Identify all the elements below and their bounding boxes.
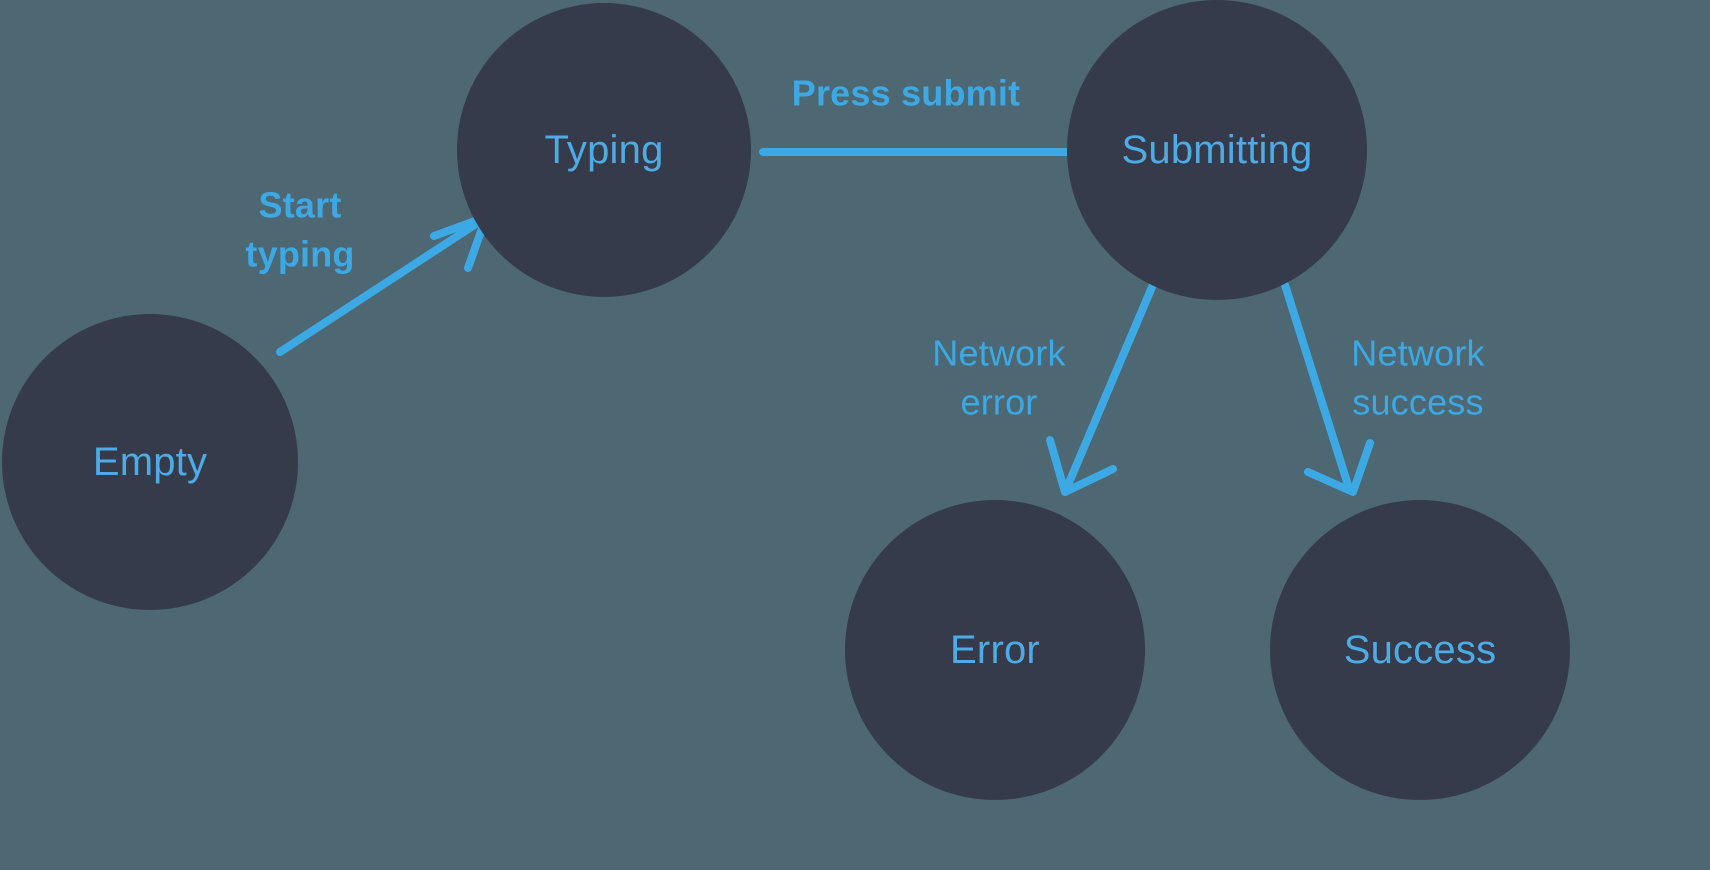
edge-label-press-submit-line-1: Press submit	[792, 73, 1021, 114]
state-circle-success	[1270, 500, 1570, 800]
state-node-error[interactable]: Error	[845, 500, 1145, 800]
state-node-empty[interactable]: Empty	[2, 314, 298, 610]
edge-label-network-success: Network success	[1351, 333, 1485, 423]
edge-label-network-error-line-2: error	[960, 382, 1037, 423]
edge-line-network-error	[1064, 276, 1159, 489]
state-circle-submitting	[1067, 0, 1367, 300]
state-circle-empty	[2, 314, 298, 610]
nodes-layer: Empty Typing Submitting Error Success	[2, 0, 1570, 800]
state-node-submitting[interactable]: Submitting	[1067, 0, 1367, 300]
edge-label-network-success-line-2: success	[1352, 382, 1483, 423]
edge-label-start-typing-line-2: typing	[245, 234, 354, 275]
edge-label-start-typing-line-1: Start	[258, 185, 341, 226]
edge-network-success[interactable]	[1281, 281, 1374, 496]
edge-label-network-error: Network error	[932, 333, 1066, 423]
state-label-typing: Typing	[544, 128, 663, 172]
edge-label-press-submit: Press submit	[792, 73, 1021, 114]
edge-network-error[interactable]	[1046, 276, 1159, 496]
state-label-success: Success	[1344, 628, 1497, 672]
state-circle-error	[845, 500, 1145, 800]
arrowhead-network-error	[1046, 436, 1117, 496]
state-node-typing[interactable]: Typing	[457, 3, 751, 297]
edge-line-start-typing	[276, 218, 483, 356]
state-circle-typing	[457, 3, 751, 297]
state-label-submitting: Submitting	[1122, 128, 1313, 172]
state-label-error: Error	[950, 628, 1040, 672]
edge-label-network-error-line-1: Network	[932, 333, 1066, 374]
state-label-empty: Empty	[93, 440, 207, 484]
edge-label-network-success-line-1: Network	[1351, 333, 1485, 374]
state-node-success[interactable]: Success	[1270, 500, 1570, 800]
arrowhead-network-success	[1304, 439, 1374, 496]
edge-line-network-success	[1281, 281, 1352, 489]
edge-label-start-typing: Start typing	[245, 185, 354, 275]
edge-labels-layer: Start typing Press submit Network error …	[245, 73, 1485, 423]
